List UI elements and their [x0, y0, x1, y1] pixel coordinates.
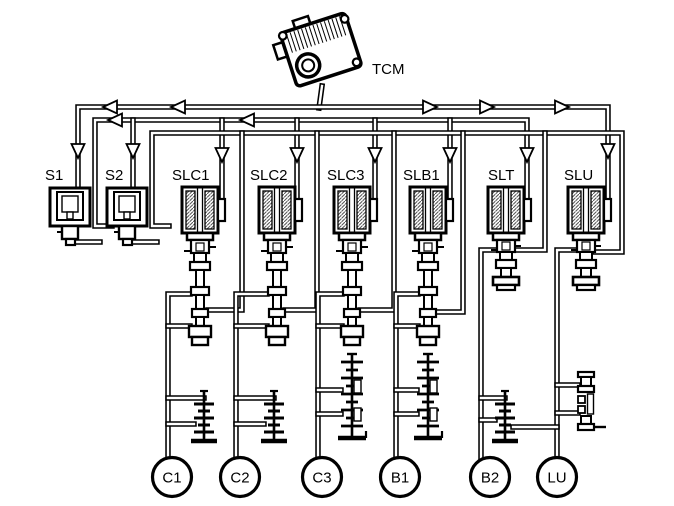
arrow-right-icon — [422, 99, 440, 115]
tcm-label: TCM — [372, 61, 405, 78]
label-c3: C3 — [312, 470, 331, 487]
pipe-c1 — [165, 291, 193, 461]
label-slc1: SLC1 — [172, 167, 210, 184]
output-b1 — [378, 455, 422, 499]
pipe-c3 — [315, 291, 345, 461]
arrow-down-icon — [367, 147, 383, 165]
output-b2 — [468, 455, 512, 499]
solenoid-slt — [486, 185, 533, 292]
tcm-mount-hole — [277, 30, 288, 41]
label-b2: B2 — [481, 470, 499, 487]
label-slu: SLU — [564, 167, 593, 184]
output-c3 — [300, 455, 344, 499]
output-circles: C1 C2 C3 B1 B2 LU — [150, 455, 579, 499]
solenoid-slb1 — [408, 185, 455, 347]
arrow-left-icon — [100, 99, 118, 115]
arrow-down-icon — [214, 147, 230, 165]
arrow-right-icon — [554, 99, 572, 115]
label-c2: C2 — [230, 470, 249, 487]
label-c1: C1 — [162, 470, 181, 487]
label-b1: B1 — [391, 470, 409, 487]
label-lu: LU — [547, 470, 566, 487]
solenoid-labels: S1 S2 SLC1 SLC2 SLC3 SLB1 SLT SLU — [45, 167, 593, 184]
flow-arrows — [70, 99, 616, 165]
valve-lu — [576, 370, 608, 432]
label-slc2: SLC2 — [250, 167, 288, 184]
tcm-ribs — [285, 16, 347, 53]
output-c2 — [218, 455, 262, 499]
hydraulic-lines — [165, 247, 581, 461]
pipe-b1 — [393, 291, 421, 461]
label-slt: SLT — [488, 167, 514, 184]
tcm-mount-hole — [351, 57, 362, 68]
solenoid-slc2 — [257, 185, 304, 347]
solenoid-s2 — [105, 186, 149, 247]
output-c1 — [150, 455, 194, 499]
arrow-down-icon — [125, 143, 141, 161]
tcm-module — [271, 11, 363, 88]
arrow-down-icon — [70, 143, 86, 161]
arrow-left-icon — [105, 112, 123, 128]
arrow-down-icon — [289, 147, 305, 165]
arrow-right-icon — [479, 99, 497, 115]
pipe-c2 — [233, 291, 270, 461]
label-slc3: SLC3 — [327, 167, 365, 184]
valve-b1 — [414, 354, 442, 438]
solenoid-slu — [566, 185, 613, 292]
valve-c3 — [338, 354, 366, 438]
arrow-down-icon — [442, 147, 458, 165]
solenoid-slc1 — [180, 185, 227, 347]
arrow-down-icon — [519, 147, 535, 165]
output-lu — [535, 455, 579, 499]
arrow-left-icon — [237, 112, 255, 128]
arrow-left-icon — [168, 99, 186, 115]
label-s1: S1 — [45, 167, 63, 184]
label-slb1: SLB1 — [403, 167, 440, 184]
solenoid-s1 — [48, 186, 92, 247]
arrow-down-icon — [600, 143, 616, 161]
tcm-mount-hole — [339, 13, 350, 24]
label-s2: S2 — [105, 167, 123, 184]
solenoid-slc3 — [332, 185, 379, 347]
